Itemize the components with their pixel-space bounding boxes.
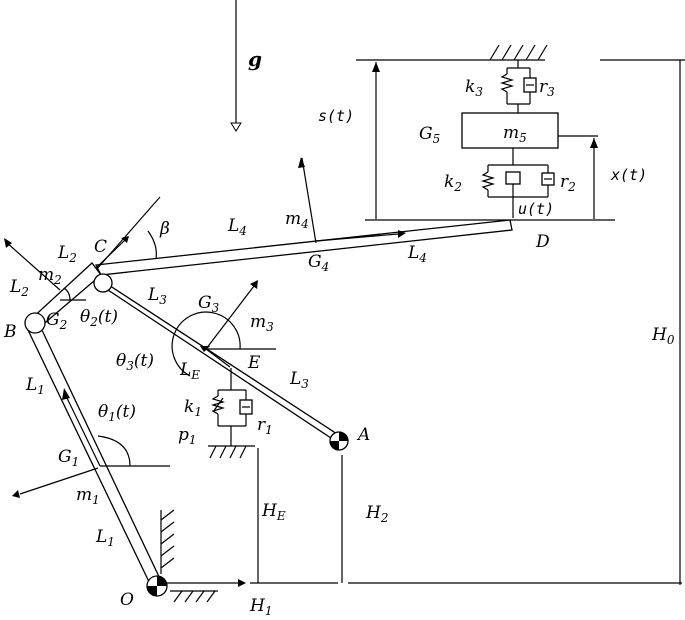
joint-B: [24, 312, 46, 334]
L1-top-label: L1: [25, 375, 45, 397]
LE-label: LE: [179, 360, 200, 382]
L3-right-label: L3: [289, 369, 309, 391]
suspension-k2-r2: [480, 148, 555, 218]
A-label: A: [356, 425, 370, 445]
H0-label: H0: [651, 325, 675, 347]
x-label: x(t): [610, 166, 647, 184]
m4-force-arrow: [298, 157, 317, 244]
HE-label: HE: [261, 501, 286, 523]
r2-label: r2: [560, 172, 576, 194]
H2-label: H2: [365, 503, 388, 525]
L2-axis-arrow: [95, 236, 129, 269]
joint-A: [329, 431, 349, 451]
L4-bottom-label: L4: [407, 243, 427, 265]
C-label: C: [94, 237, 107, 257]
r3-label: r3: [539, 77, 555, 99]
m1-force-arrow: [12, 467, 99, 498]
O-label: O: [120, 590, 134, 610]
G2-label: G2: [46, 310, 67, 332]
mass-m5-block: [461, 112, 559, 149]
k2-label: k2: [444, 172, 462, 194]
B-label: B: [3, 322, 17, 342]
H1-label: H1: [249, 596, 272, 618]
E-label: E: [247, 353, 261, 373]
m2-label: m2: [38, 265, 62, 287]
L4-top-label: L4: [227, 216, 247, 238]
L4-axis-arrow: [315, 230, 406, 242]
L1-axis-arrow: [62, 388, 101, 467]
k1-label: k1: [184, 397, 202, 419]
G1-label: G1: [58, 447, 79, 469]
s-label: s(t): [318, 107, 354, 125]
u-label: u(t): [518, 200, 554, 218]
gravity-arrow: [230, 0, 242, 132]
L2-left-label: L2: [9, 277, 29, 299]
L3-top-label: L3: [147, 285, 167, 307]
joint-C: [93, 273, 113, 293]
spring-damper-k3-r3: [499, 60, 537, 113]
ground-support-O: [160, 509, 218, 603]
D-label: D: [535, 232, 550, 252]
theta2-label: θ2(t): [80, 307, 118, 329]
gravity-label: g: [248, 47, 262, 71]
k3-label: k3: [465, 77, 483, 99]
H1-axis-arrow: [157, 579, 246, 587]
L1-bottom-label: L1: [95, 527, 115, 549]
LE-arrow: [200, 346, 231, 368]
m1-label: m1: [76, 485, 100, 507]
theta3-arc: [171, 311, 241, 377]
p1-label: p1: [178, 425, 197, 447]
joint-O: [146, 575, 168, 597]
theta1-arc: [97, 435, 131, 467]
s-dimension-arrow: [372, 62, 380, 219]
G3-label: G3: [198, 293, 220, 315]
ceiling-support: [488, 44, 548, 61]
spring-damper-k1-r1: [208, 368, 255, 459]
m3-label: m3: [250, 312, 274, 334]
m2-force-arrow: [4, 238, 61, 291]
G4-label: G4: [308, 252, 329, 274]
r1-label: r1: [257, 415, 273, 437]
link-L4: [95, 219, 513, 276]
beta-label: β: [159, 219, 170, 239]
theta2-arc: [63, 287, 71, 301]
theta1-label: θ1(t): [98, 402, 136, 424]
x-dimension-arrow: [590, 138, 598, 219]
m4-label: m4: [285, 209, 309, 231]
m5-label: m5: [503, 123, 527, 145]
G5-label: G5: [419, 124, 440, 146]
m3-force-arrow: [205, 280, 258, 350]
theta3-label: θ3(t): [116, 351, 154, 373]
L2-top-label: L2: [57, 243, 77, 265]
